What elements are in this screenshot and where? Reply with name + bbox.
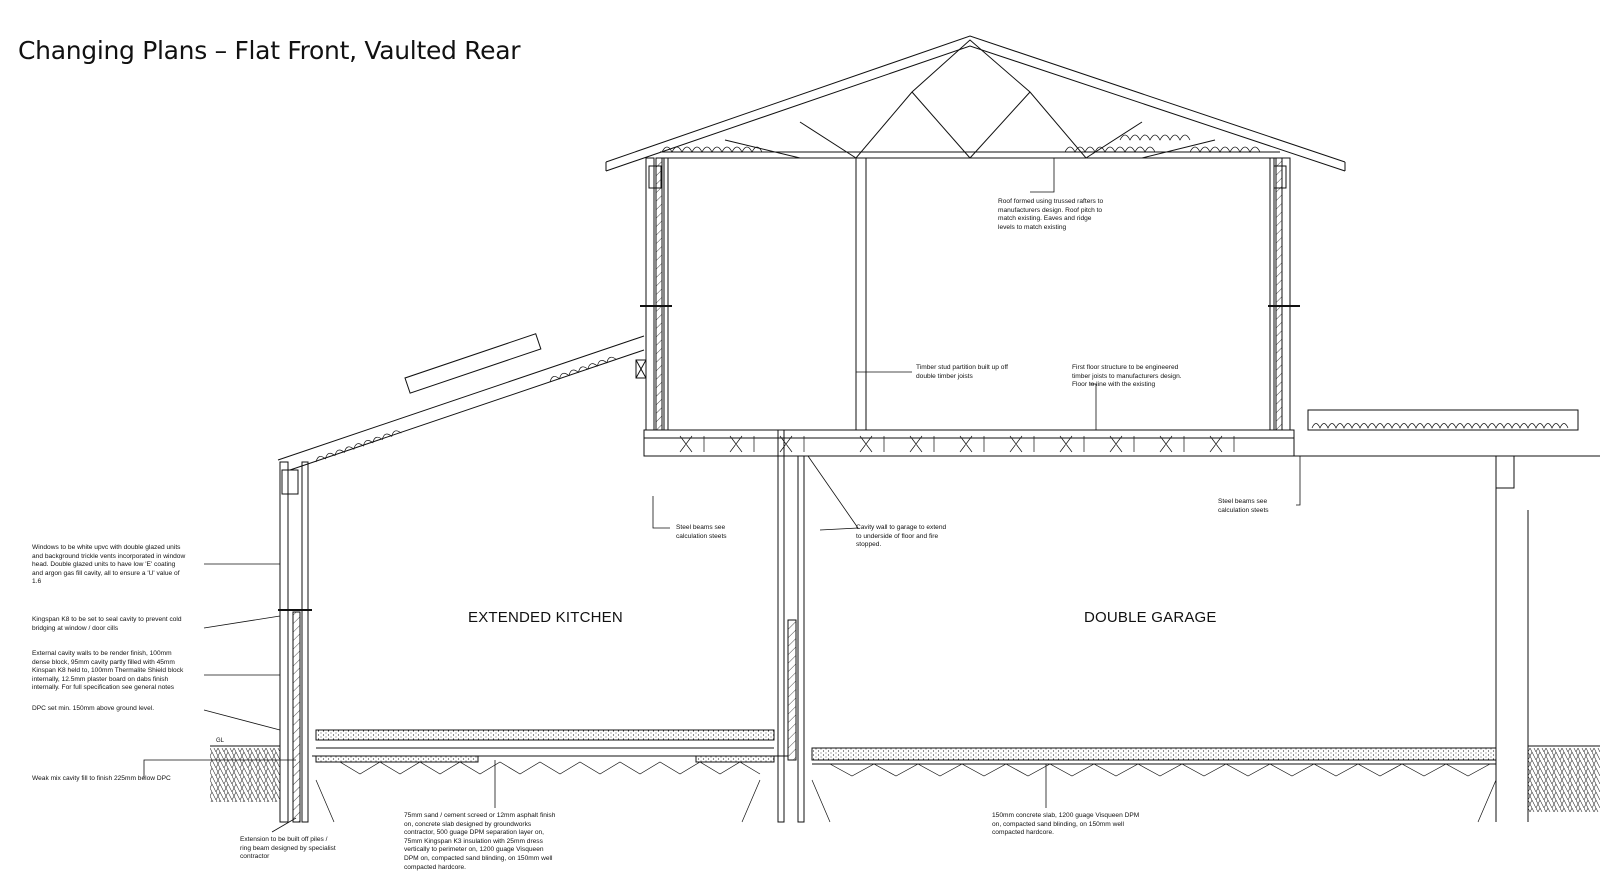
- note-roof: Roof formed using trussed rafters to man…: [998, 198, 1104, 231]
- note-partition: Timber stud partition built up off doubl…: [916, 364, 1008, 380]
- central-cavity-wall: [777, 429, 805, 823]
- note-weak-mix: Weak mix cavity fill to finish 225mm bel…: [32, 775, 171, 782]
- note-kitchen-floor: 75mm sand / cement screed or 12mm asphal…: [404, 812, 556, 871]
- note-external-walls: External cavity walls to be render finis…: [32, 650, 184, 692]
- ground-level-marker: GL: [216, 738, 225, 744]
- upper-walls: [640, 157, 1300, 431]
- note-first-floor: First floor structure to be engineered t…: [1072, 364, 1182, 389]
- kitchen-external-wall: [278, 461, 312, 823]
- note-cavity-wall-garage: Cavity wall to garage to extend to under…: [856, 524, 947, 549]
- leader-lines: [143, 158, 1301, 833]
- garage-floor-slab: [811, 747, 1497, 823]
- kitchen-floor-slab: [312, 729, 788, 823]
- first-floor-joists: [643, 429, 1295, 457]
- page-title: Changing Plans – Flat Front, Vaulted Rea…: [18, 36, 521, 65]
- ground: [210, 745, 1600, 812]
- main-roof: [605, 35, 1346, 172]
- room-label-kitchen: EXTENDED KITCHEN: [468, 609, 623, 626]
- note-dpc: DPC set min. 150mm above ground level.: [32, 705, 155, 712]
- kitchen-vaulted-roof: [277, 333, 647, 471]
- note-piles: Extension to be built off piles / ring b…: [240, 836, 336, 861]
- room-label-garage: DOUBLE GARAGE: [1084, 609, 1217, 626]
- note-kingspan-k8: Kingspan K8 to be set to seal cavity to …: [32, 616, 182, 632]
- note-windows: Windows to be white upvc with double gla…: [32, 544, 186, 586]
- note-steel-beams-right: Steel beams see calculation steets: [1218, 498, 1269, 514]
- note-garage-floor: 150mm concrete slab, 1200 guage Visqueen…: [992, 812, 1140, 837]
- note-steel-beams-left: Steel beams see calculation steets: [676, 524, 727, 540]
